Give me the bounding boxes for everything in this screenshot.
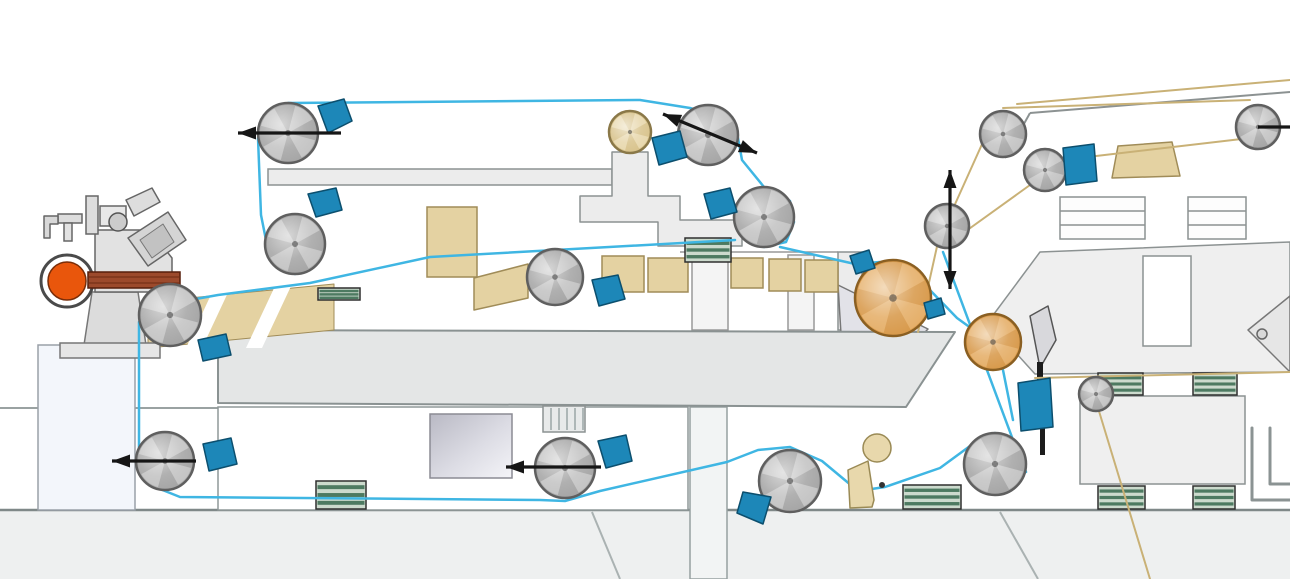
doctor-blade-1 xyxy=(317,98,353,134)
floor-brace-line-2 xyxy=(999,511,1039,579)
foil-gap-2 xyxy=(246,284,292,348)
dryer-foot-3 xyxy=(1097,485,1146,510)
headbox-linkage-hub xyxy=(108,212,128,232)
rotation-arrow-2 xyxy=(112,454,196,468)
basement-floor-fill xyxy=(0,511,1290,579)
broke-lump xyxy=(847,460,875,509)
doctor-blade-6 xyxy=(202,437,238,472)
headbox-slice-arm-inner xyxy=(139,223,175,259)
table-roll xyxy=(525,247,585,307)
dryer-frame-window xyxy=(1142,255,1192,347)
wire-guide-roll xyxy=(263,212,327,276)
headbox-gauge-drop xyxy=(63,222,73,242)
couch-roll xyxy=(732,185,796,249)
dryer-felt-basement-run xyxy=(1094,397,1151,579)
pivot-dot xyxy=(879,482,885,488)
press-doctor-blade-2 xyxy=(1040,425,1045,455)
hydrofoil-wedge xyxy=(473,263,529,311)
press-roll-bottom xyxy=(963,312,1023,372)
breast-roll xyxy=(137,282,203,348)
headbox-faucet xyxy=(43,215,59,239)
dryer-beam-2 xyxy=(1187,196,1247,240)
frame-hook-outline xyxy=(1250,426,1290,502)
dryer-felt-roll-2 xyxy=(1022,147,1068,193)
doctor-blade-7 xyxy=(597,434,633,469)
felt-guide-wedge-2 xyxy=(923,297,946,320)
vacuum-foil-box-2 xyxy=(647,257,689,293)
rotation-arrow-3 xyxy=(506,460,601,474)
dryer-foot-2 xyxy=(1192,372,1238,396)
doctor-blade-8 xyxy=(736,491,772,525)
machine-foot-2 xyxy=(902,484,962,510)
dryer-frame-slab xyxy=(987,241,1290,375)
press-roll-top xyxy=(853,258,933,338)
vacuum-foil-box-5 xyxy=(804,259,839,293)
hydrofoil-box xyxy=(426,206,478,278)
foil-gap xyxy=(186,284,232,348)
rotation-arrow-1 xyxy=(238,126,341,140)
couch-suction-box xyxy=(684,237,732,263)
dryer-felt-roll-4 xyxy=(1077,375,1115,413)
doctor-blade-2 xyxy=(307,187,343,218)
wire-suction-box-small xyxy=(317,287,361,301)
top-frame-beam xyxy=(267,168,613,186)
doctor-blade-4 xyxy=(651,130,688,166)
headbox-base xyxy=(59,342,161,359)
silver-shower-box xyxy=(429,413,513,479)
adjust-arrow-diagonal xyxy=(662,112,758,155)
dryer-felt-roll-1 xyxy=(978,109,1028,159)
dryer-felt-lower-run xyxy=(1034,371,1290,379)
couch-leg-left xyxy=(691,249,729,331)
broke-chute-pivot xyxy=(1256,328,1268,340)
dandy-roll xyxy=(607,109,653,155)
machine-foot-1 xyxy=(315,480,367,510)
dryer-beam-1 xyxy=(1059,196,1146,240)
doctor-blade-10 xyxy=(1062,143,1098,186)
press-doctor-holder xyxy=(1029,305,1057,369)
vacuum-foil-box-4 xyxy=(768,258,802,292)
doctor-blade-3 xyxy=(591,274,626,307)
vacuum-box-hatch xyxy=(542,405,586,433)
doctor-blade-5 xyxy=(703,187,738,220)
suction-column xyxy=(689,406,728,579)
headbox-arm-upper xyxy=(125,187,161,217)
wire-return-roll-3 xyxy=(757,448,823,514)
doctor-blade-11 xyxy=(197,333,232,362)
floor-brace-line xyxy=(591,511,621,579)
forming-table-tray xyxy=(217,329,956,408)
broke-roll xyxy=(862,433,892,463)
felt-guide-wedge xyxy=(849,249,876,275)
dryer-foot-4 xyxy=(1192,485,1236,510)
vacuum-foil-box-3 xyxy=(730,257,764,289)
dryer-felt-upper-run xyxy=(1016,79,1290,105)
dryer-felt-top-run xyxy=(1002,99,1251,109)
frame-hook-outline-2 xyxy=(1268,426,1290,486)
felt-guide-roll-lower xyxy=(962,431,1028,497)
tension-arrow-vertical xyxy=(943,170,957,289)
forming-frame-step xyxy=(579,151,743,247)
headbox-header xyxy=(47,261,87,301)
broke-chute xyxy=(1247,295,1290,373)
headbox-standpipe xyxy=(85,195,99,235)
headbox-gauge-arm xyxy=(57,213,83,224)
felt-stretch-roll xyxy=(923,202,971,250)
headbox-pedestal xyxy=(83,291,147,346)
wire-pit-tank xyxy=(37,344,136,511)
dryer-felt-box xyxy=(1111,141,1181,179)
doctor-blade-9 xyxy=(1017,377,1054,432)
press-exit-line xyxy=(1001,368,1015,422)
headbox-slice-duct xyxy=(87,271,181,289)
